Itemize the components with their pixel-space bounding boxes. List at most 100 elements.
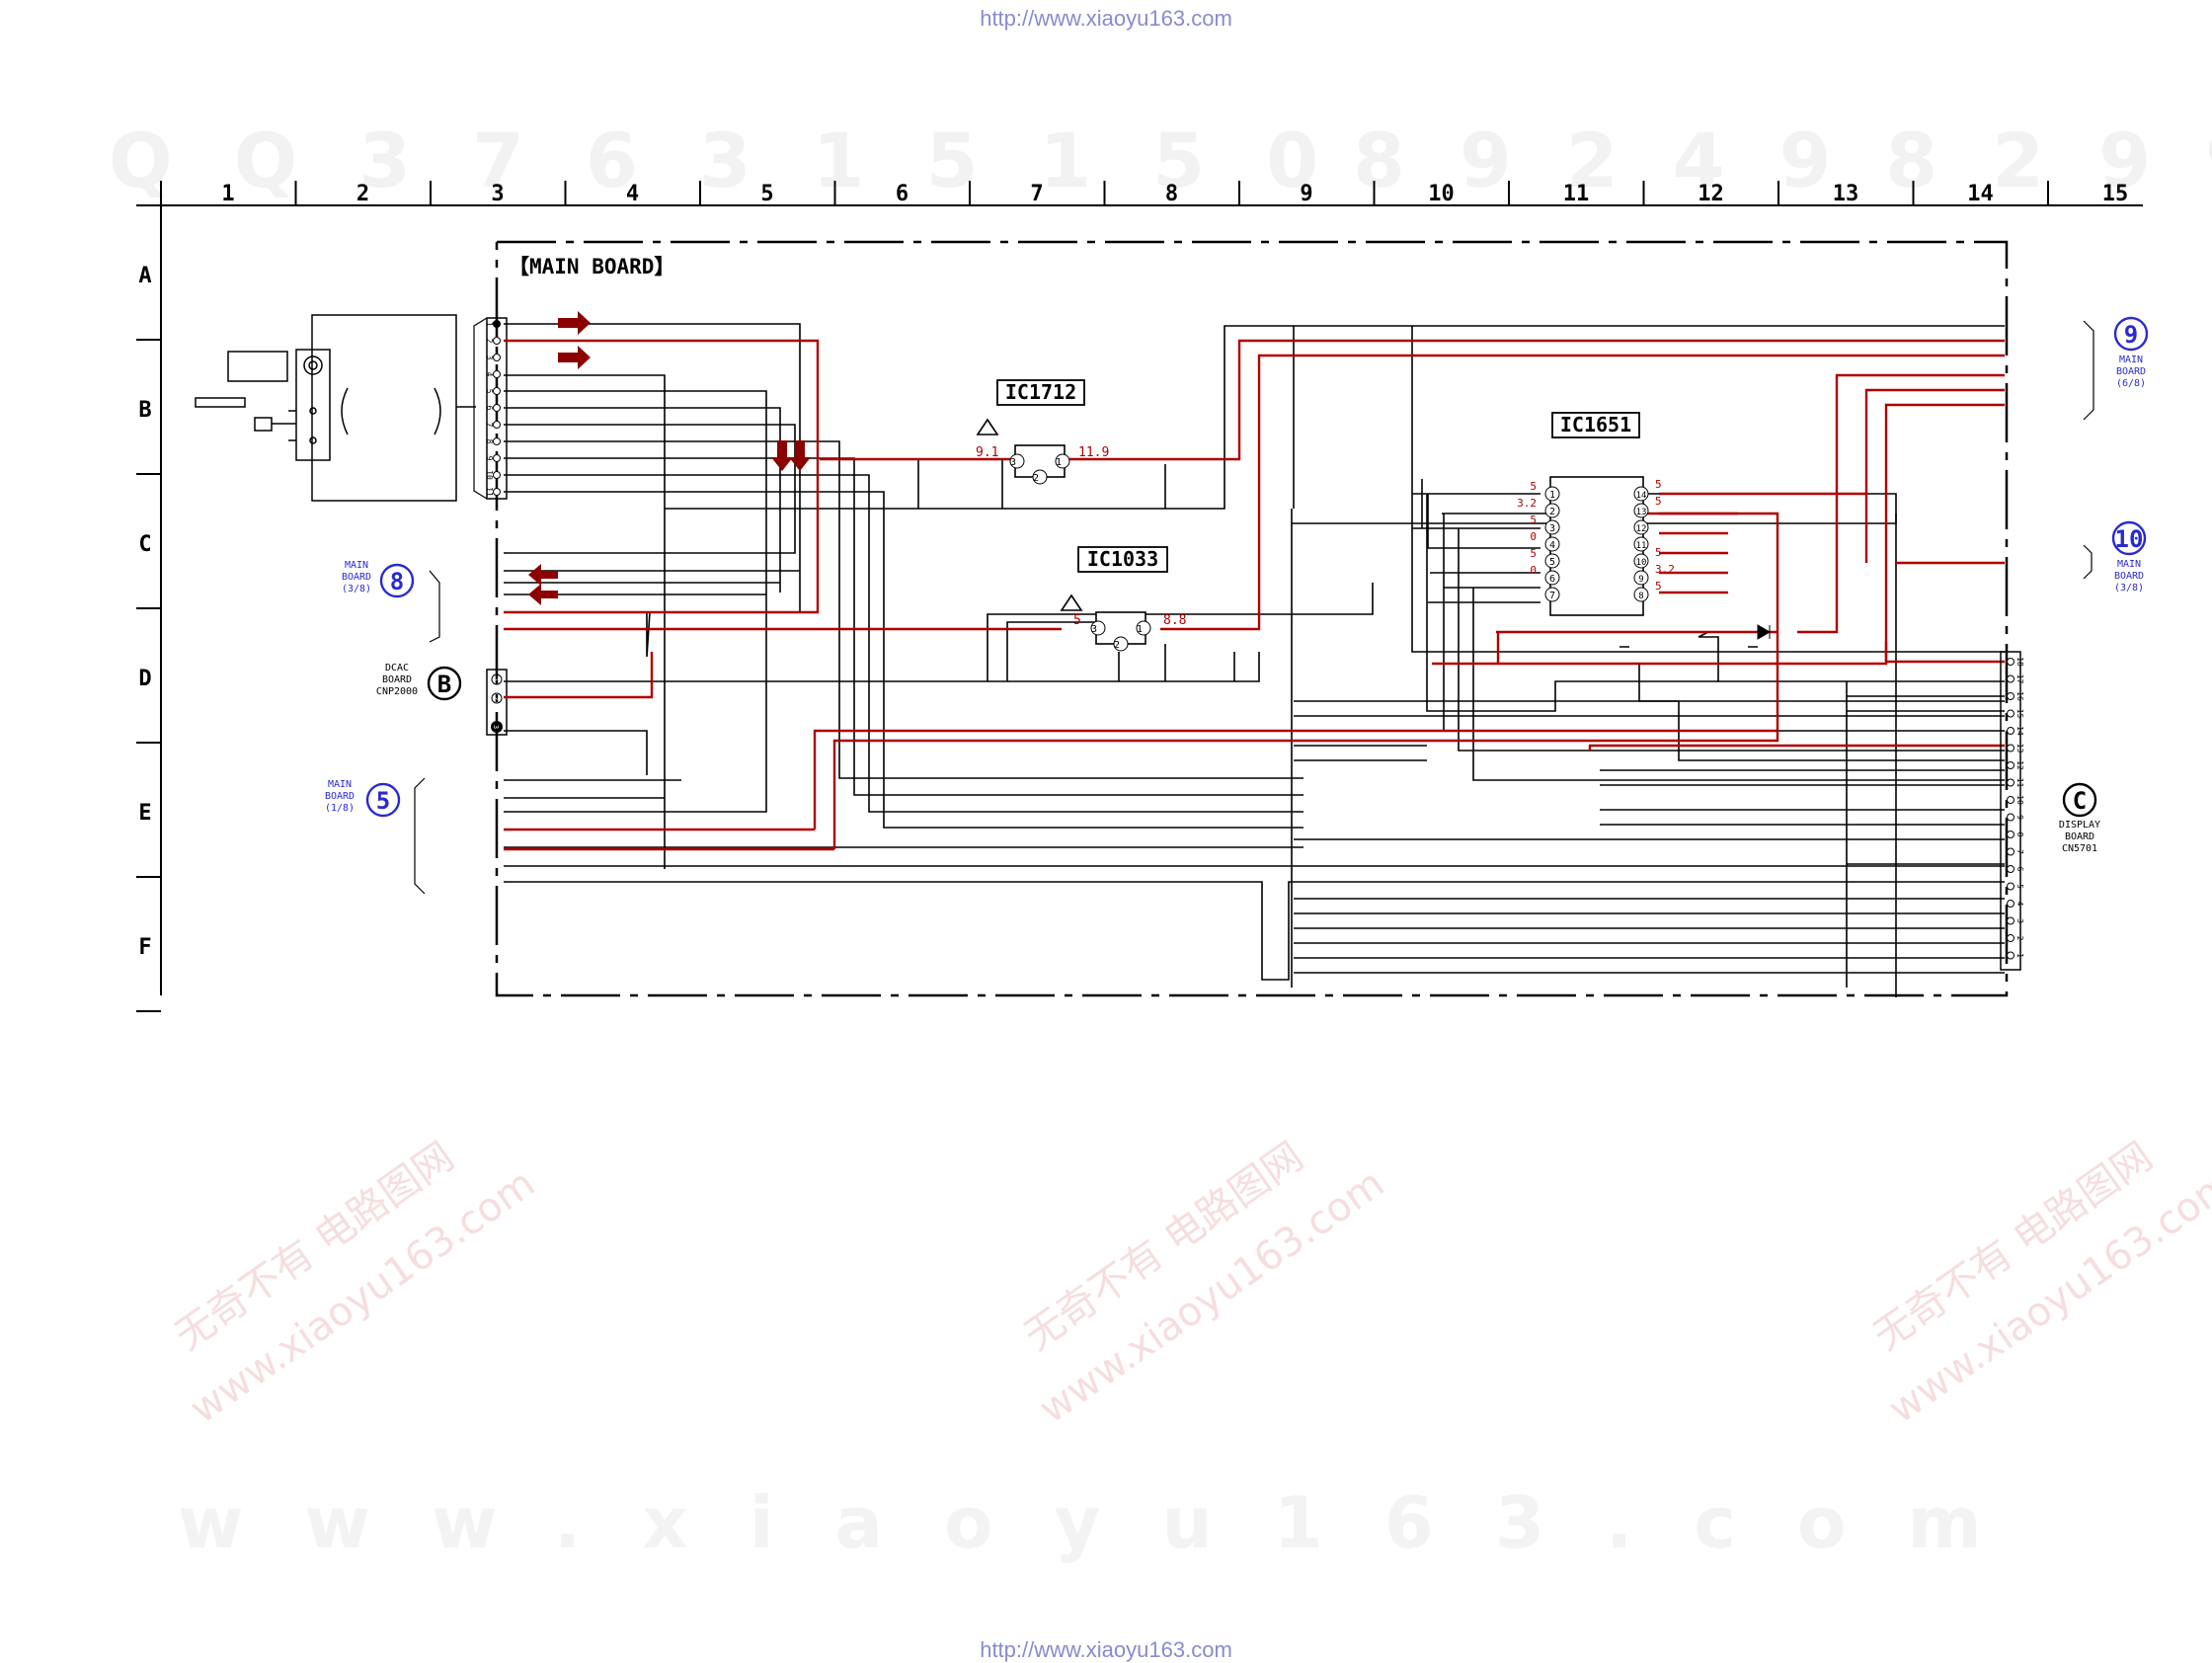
pin-label: 3 — [485, 356, 494, 360]
ic1651-pin-label: 9 — [1638, 575, 1643, 585]
column-label: 10 — [1428, 182, 1455, 206]
ic1651-voltage: 5 — [1655, 546, 1662, 559]
display-pin-circle — [2007, 934, 2014, 942]
ref-main9-line: MAIN — [2119, 355, 2143, 365]
ic1651-pin-label: 3 — [1549, 523, 1555, 534]
ref-dcac-symbol: B — [437, 671, 451, 698]
ic1651-voltage: 5 — [1530, 547, 1537, 560]
arrow-left-icon — [528, 584, 558, 605]
display-pin-circle — [2007, 831, 2014, 838]
warning-icon — [976, 418, 999, 436]
pin-label: 2 — [485, 339, 494, 344]
ref-main5-line: MAIN — [328, 779, 352, 790]
pin-circle — [493, 488, 501, 496]
display-pin-label: 4 — [2015, 902, 2024, 907]
display-pin-label: 9 — [2015, 815, 2024, 820]
transformer-block — [195, 314, 476, 502]
display-pin-circle — [2007, 796, 2014, 804]
ic1712-pin-1: 1 — [1056, 457, 1062, 468]
pin-label: 10 — [485, 470, 494, 480]
ic1712: IC1712 9.1 11.9 3 1 2 — [976, 379, 1109, 485]
display-pin-circle — [2007, 951, 2014, 960]
grid-frame — [136, 204, 2143, 995]
ic1651-pin-circle — [1544, 553, 1560, 569]
column-label: 2 — [356, 182, 369, 206]
column-label: 11 — [1563, 182, 1590, 206]
pin-label: 8 — [485, 439, 494, 444]
ic1033: IC1033 5 8.8 3 1 2 — [1060, 546, 1186, 652]
ic1651-pin-label: 8 — [1638, 592, 1643, 601]
pin-label: 9 — [485, 456, 494, 461]
ic1712-label: IC1712 — [1005, 380, 1076, 404]
ic1651-voltage: 5 — [1655, 478, 1662, 491]
ic1651-pin-label: 13 — [1636, 508, 1647, 517]
pin-circle — [493, 387, 501, 395]
ic1651-pin-circle — [1633, 503, 1649, 518]
pin-label: 6 — [485, 406, 494, 411]
column-label: 9 — [1300, 182, 1312, 206]
display-pin-circle — [2007, 744, 2014, 752]
ic1651-pin-label: 7 — [1549, 591, 1555, 601]
watermark-number: 892498299 — [1353, 117, 2212, 204]
ic1651-voltage: 3.2 — [1517, 497, 1537, 510]
ic1033-in-voltage: 5 — [1073, 613, 1081, 628]
row-label: C — [138, 532, 151, 557]
display-pin-circle — [2007, 658, 2014, 666]
ref-display-line: DISPLAY — [2059, 820, 2100, 831]
ic1651-pin-label: 5 — [1549, 557, 1555, 568]
ic1651-pin-circle — [1633, 570, 1649, 586]
arrow-left-icon — [528, 564, 558, 586]
ic1712-pin-2: 2 — [1033, 473, 1039, 484]
display-pin-label: 11 — [2015, 778, 2024, 788]
dcac-connector: 123 — [486, 669, 508, 736]
ref-bracket — [2083, 320, 2094, 421]
ic1651-pin-circle — [1633, 587, 1649, 602]
ref-main9-circle — [2113, 316, 2149, 352]
signal-arrows — [528, 311, 811, 605]
ref-bracket — [414, 777, 426, 895]
header-url[interactable]: http://www.xiaoyu163.com — [980, 6, 1232, 31]
pin-circle — [493, 404, 501, 412]
watermark-qq: QQ376315150 — [109, 117, 1381, 204]
display-pin-circle — [2007, 847, 2014, 856]
ic1651-voltage: 0 — [1530, 530, 1537, 543]
display-pin-label: 2 — [2015, 936, 2024, 941]
ref-main10-circle — [2111, 520, 2147, 556]
ic1651-pin-label: 14 — [1636, 491, 1647, 501]
column-label: 4 — [626, 182, 639, 206]
display-pin-label: 5 — [2015, 884, 2024, 889]
signal-wires — [504, 323, 2005, 997]
ref-main5-line: BOARD — [325, 791, 355, 802]
column-label: 8 — [1165, 182, 1178, 206]
ic1033-pin-3: 3 — [1091, 624, 1097, 635]
display-pin-circle — [2007, 727, 2014, 735]
pin-label: 1 — [485, 322, 494, 327]
pin-circle — [493, 370, 501, 378]
ic1033-label: IC1033 — [1087, 547, 1158, 571]
ic1651-voltage: 5 — [1655, 580, 1662, 593]
ic1651-pin-circle — [1544, 486, 1560, 502]
ref-dcac-line: BOARD — [382, 674, 412, 685]
left-connector-bracket — [473, 317, 488, 500]
ref-main10-symbol: 10 — [2115, 525, 2144, 553]
display-pin-label: 18 — [2015, 657, 2024, 667]
ic1651-pin-label: 10 — [1636, 558, 1647, 568]
ic1651-pin-circle — [1544, 503, 1560, 518]
ref-main10-line: (3/8) — [2114, 583, 2144, 594]
ic1033-pin-2: 2 — [1114, 640, 1120, 651]
ic1651-voltage: 0 — [1530, 564, 1537, 577]
power-wires — [504, 339, 2005, 851]
pin-circle — [493, 454, 501, 462]
display-pin-circle — [2007, 916, 2014, 925]
ic1651-voltage: 5 — [1530, 514, 1537, 526]
ic1651-pin-label: 6 — [1549, 574, 1555, 585]
footer-url[interactable]: http://www.xiaoyu163.com — [980, 1637, 1232, 1662]
display-pin-label: 6 — [2015, 867, 2024, 872]
display-pin-label: 8 — [2015, 832, 2024, 837]
pin-circle — [493, 320, 501, 328]
ref-main10-line: BOARD — [2114, 571, 2144, 582]
board-title: 【MAIN BOARD】 — [509, 255, 674, 278]
column-label: 1 — [221, 182, 234, 206]
